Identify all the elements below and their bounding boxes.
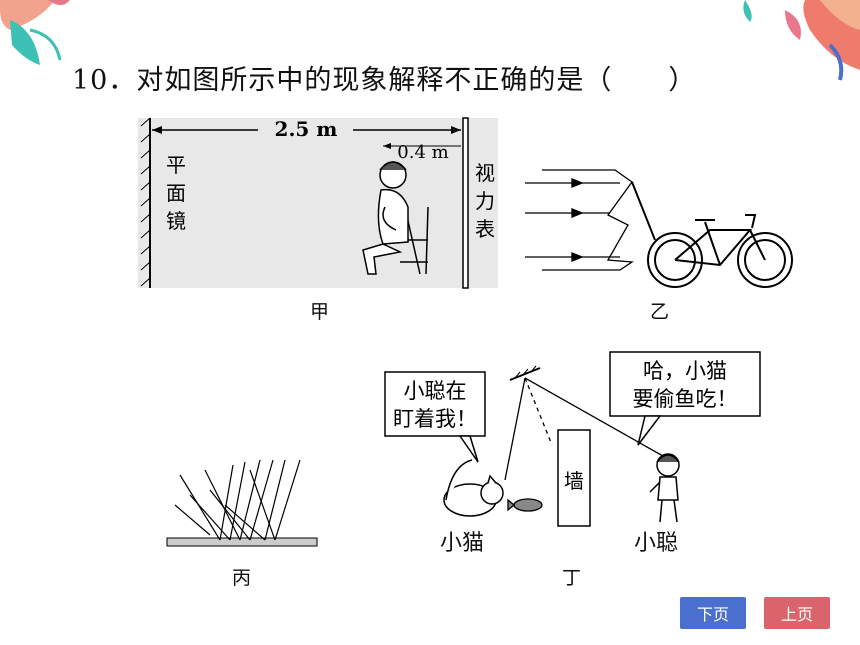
eye-chart-board — [462, 117, 469, 289]
figure-jia: 2.5 m 0.4 m 平面镜 视力表 — [138, 117, 498, 289]
cat-speech-line2: 盯着我！ — [393, 407, 477, 431]
previous-page-button[interactable]: 上页 — [764, 597, 830, 629]
boy-speech-line2: 要偷鱼吃！ — [633, 387, 738, 411]
caption-yi: 乙 — [650, 301, 670, 323]
cat-speech-line1: 小聪在 — [404, 379, 467, 403]
distance-person-label: 0.4 m — [397, 142, 448, 163]
boy-figure — [649, 453, 680, 523]
figure-yi — [525, 169, 793, 288]
wall-label: 墙 — [564, 469, 584, 493]
cat-label: 小猫 — [440, 531, 485, 556]
corner-decoration-left — [0, 0, 70, 65]
caption-bing: 丙 — [232, 567, 252, 589]
fish — [507, 498, 543, 512]
question-text: 10．对如图所示中的现象解释不正确的是（ ） — [72, 65, 697, 96]
caption-ding: 丁 — [562, 567, 582, 589]
figure-ding: 小聪在 盯着我！ 哈，小猫 要偷鱼吃！ 墙 — [384, 351, 761, 527]
seated-person — [362, 161, 429, 275]
next-page-button[interactable]: 下页 — [680, 597, 746, 629]
boy-label: 小聪 — [634, 531, 679, 556]
eye-chart-label: 视力表 — [475, 161, 495, 241]
mirror-label: 平面镜 — [166, 153, 186, 233]
caption-jia: 甲 — [310, 301, 330, 323]
bicycle — [631, 181, 793, 288]
boy-speech-line1: 哈，小猫 — [643, 359, 727, 383]
corner-decoration-right — [743, 0, 860, 81]
distance-total-label: 2.5 m — [275, 117, 338, 141]
cat-figure — [443, 459, 504, 517]
wall — [557, 429, 591, 527]
figure-bing — [166, 459, 318, 547]
